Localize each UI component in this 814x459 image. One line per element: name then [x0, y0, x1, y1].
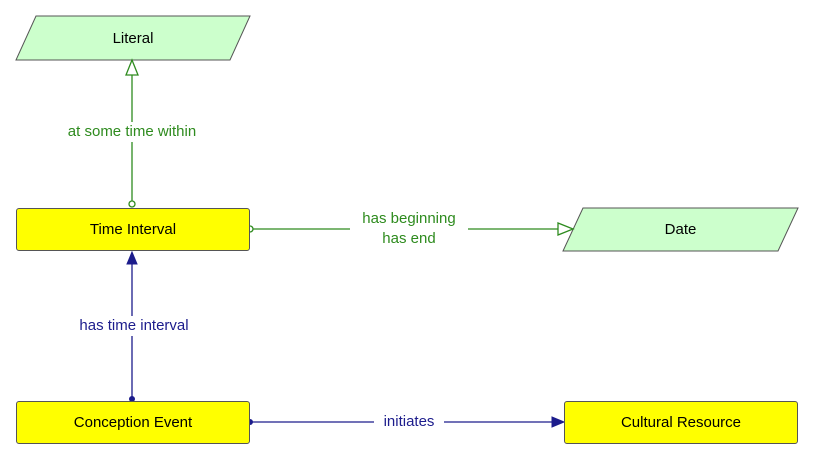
edge-label-text: has time interval: [79, 317, 189, 334]
cultural-resource-node-label: Cultural Resource: [620, 414, 742, 431]
edge-label-initiates: initiates: [374, 412, 444, 432]
edge-origin-circle-icon: [128, 200, 136, 208]
literal-node-label: Literal: [112, 29, 154, 47]
date-node-label: Date: [664, 221, 697, 238]
edge-label-line-2: has end: [382, 230, 436, 247]
edge-label-line-1: has beginning: [362, 210, 456, 227]
cultural-resource-node[interactable]: Cultural Resource: [564, 401, 798, 444]
date-node-shape: [562, 207, 799, 252]
edge-label-has-beginning-has-end: has beginning has end: [350, 209, 468, 249]
edge-label-text: at some time within: [67, 123, 197, 140]
edge-origin-dot-icon: [129, 396, 135, 402]
time-interval-node[interactable]: Time Interval: [16, 208, 250, 251]
conception-event-node[interactable]: Conception Event: [16, 401, 250, 444]
hollow-arrowhead-icon: [125, 58, 139, 76]
literal-node[interactable]: Literal: [16, 16, 250, 60]
hollow-arrowhead-icon: [557, 222, 575, 236]
edge-label-text: initiates: [383, 413, 435, 430]
edge-label-at-some-time-within: at some time within: [58, 122, 206, 142]
edge-label-has-time-interval: has time interval: [68, 316, 200, 336]
literal-node-shape: [15, 15, 251, 61]
filled-arrowhead-icon: [551, 416, 566, 428]
conception-event-node-label: Conception Event: [73, 414, 193, 431]
time-interval-node-label: Time Interval: [89, 221, 177, 238]
filled-arrowhead-icon: [126, 250, 138, 265]
date-node[interactable]: Date: [563, 208, 798, 251]
